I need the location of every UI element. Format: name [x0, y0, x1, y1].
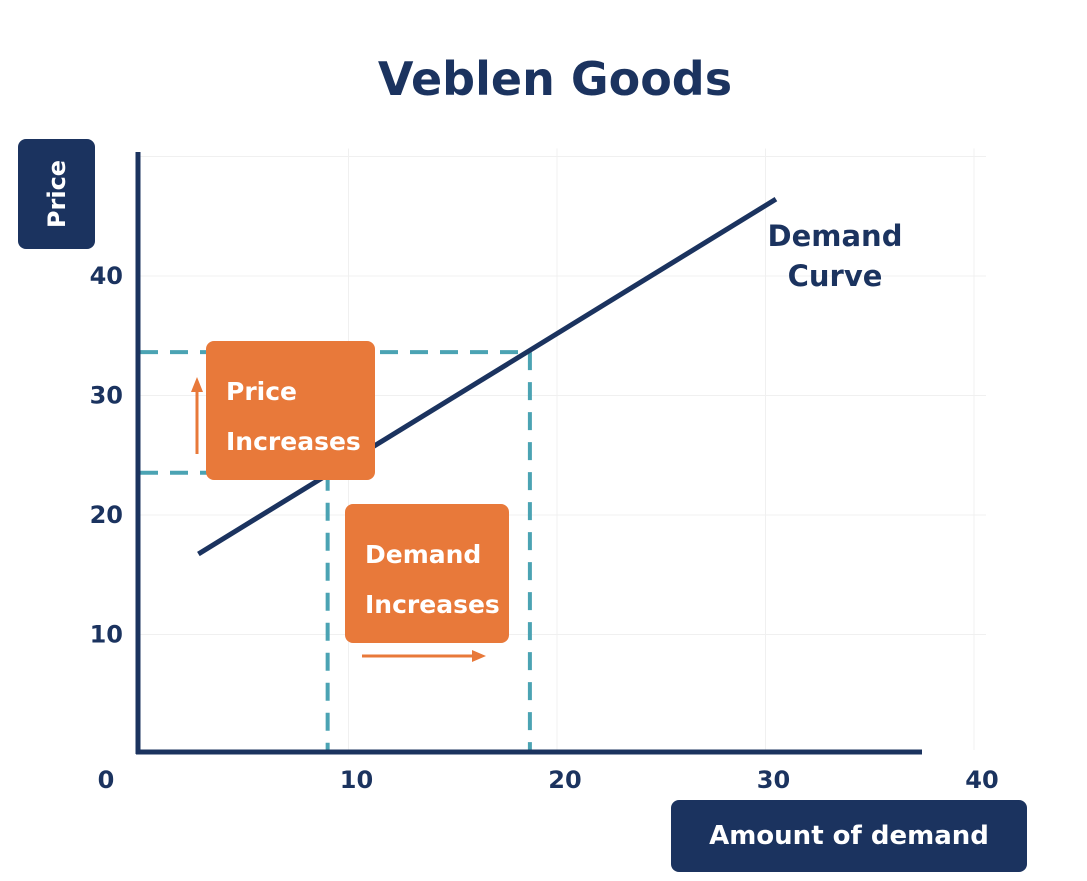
up-arrow-icon	[191, 377, 203, 392]
x-tick-label: 20	[548, 766, 581, 794]
x-tick-label: 10	[340, 766, 373, 794]
demand-curve	[197, 196, 778, 557]
y-tick-label: 20	[90, 501, 123, 529]
x-axis-label: Amount of demand	[671, 800, 1027, 872]
series-label: Demand Curve	[767, 219, 903, 293]
price-increases-annotation: Price Increases	[206, 341, 375, 480]
chart-title: Veblen Goods	[377, 52, 733, 106]
annotation-line1: Demand	[365, 540, 482, 569]
y-axis-label-box: Price	[18, 139, 95, 249]
demand-increases-annotation: Demand Increases	[345, 504, 509, 643]
y-tick-label: 30	[90, 382, 123, 410]
y-tick-label: 10	[90, 621, 123, 649]
y-tick-label: 40	[90, 262, 123, 290]
annotation-line2: Increases	[365, 590, 500, 619]
x-tick-label: 0	[98, 766, 115, 794]
right-arrow-icon	[472, 650, 486, 662]
annotation-line1: Price	[226, 377, 297, 406]
annotation-line2: Increases	[226, 427, 361, 456]
x-tick-label: 40	[965, 766, 998, 794]
x-tick-label: 30	[757, 766, 790, 794]
